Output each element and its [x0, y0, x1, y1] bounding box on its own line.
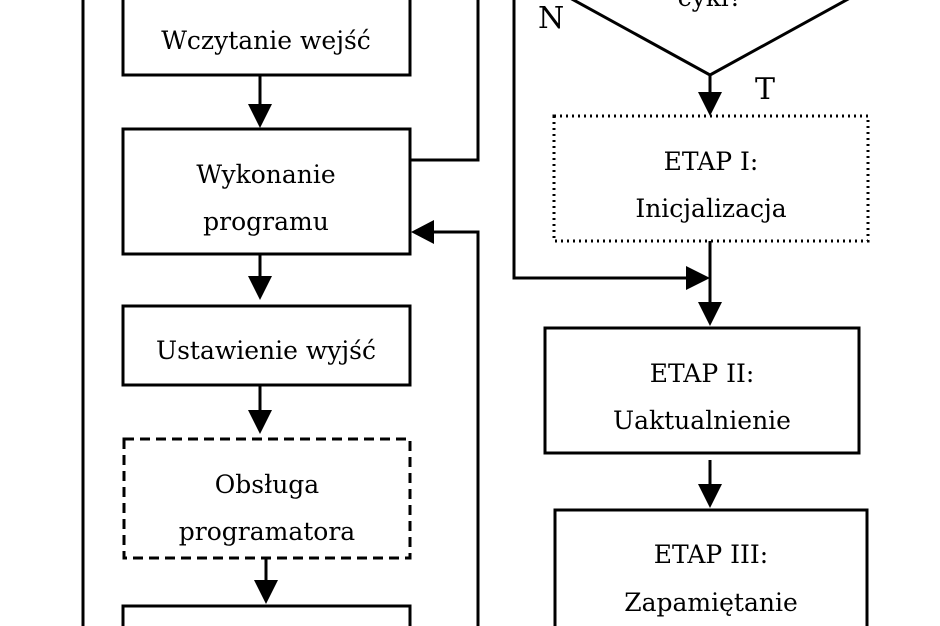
box-programmer-handling: Obsługa programatora	[122, 437, 412, 560]
arrow-programmer-to-next	[254, 558, 278, 604]
arrow-exec-to-outputs	[248, 254, 272, 300]
box-etap2-name: Uaktualnienie	[613, 406, 791, 435]
box-execute-program-line1: Wykonanie	[196, 160, 335, 189]
arrow-read-to-exec	[248, 75, 272, 128]
no-branch-line	[512, 0, 710, 290]
return-to-exec-arrow	[411, 220, 480, 626]
box-set-outputs: Ustawienie wyjść	[121, 304, 412, 387]
exec-to-cycle-line	[410, 0, 480, 162]
decision-label: cykl?	[678, 0, 743, 12]
no-branch-label: N	[538, 1, 564, 36]
arrow-etap1-to-etap2	[698, 241, 722, 326]
box-read-inputs: Wczytanie wejść	[121, 0, 412, 77]
arrow-etap2-to-etap3	[698, 460, 722, 508]
box-programmer-handling-line2: programatora	[179, 517, 356, 546]
box-set-outputs-label: Ustawienie wyjść	[156, 336, 376, 365]
arrow-outputs-to-programmer	[248, 385, 272, 434]
box-etap3: ETAP III: Zapamiętanie	[553, 508, 869, 626]
box-etap1-title: ETAP I:	[664, 147, 759, 176]
box-etap3-title: ETAP III:	[654, 540, 768, 569]
yes-branch-label: T	[755, 72, 775, 107]
box-read-inputs-label: Wczytanie wejść	[161, 26, 371, 55]
box-etap1: ETAP I: Inicjalizacja	[552, 114, 870, 243]
box-execute-program-line2: programu	[203, 207, 329, 236]
arrow-decision-to-etap1	[698, 75, 722, 116]
box-execute-program: Wykonanie programu	[121, 127, 412, 256]
box-etap2: ETAP II: Uaktualnienie	[543, 326, 861, 455]
box-etap1-name: Inicjalizacja	[635, 194, 786, 223]
box-etap3-name: Zapamiętanie	[624, 588, 798, 617]
decision-diamond: cykl?	[570, 0, 850, 77]
box-programmer-handling-line1: Obsługa	[215, 470, 320, 499]
box-etap2-title: ETAP II:	[650, 359, 755, 388]
box-next-partial	[121, 604, 412, 626]
